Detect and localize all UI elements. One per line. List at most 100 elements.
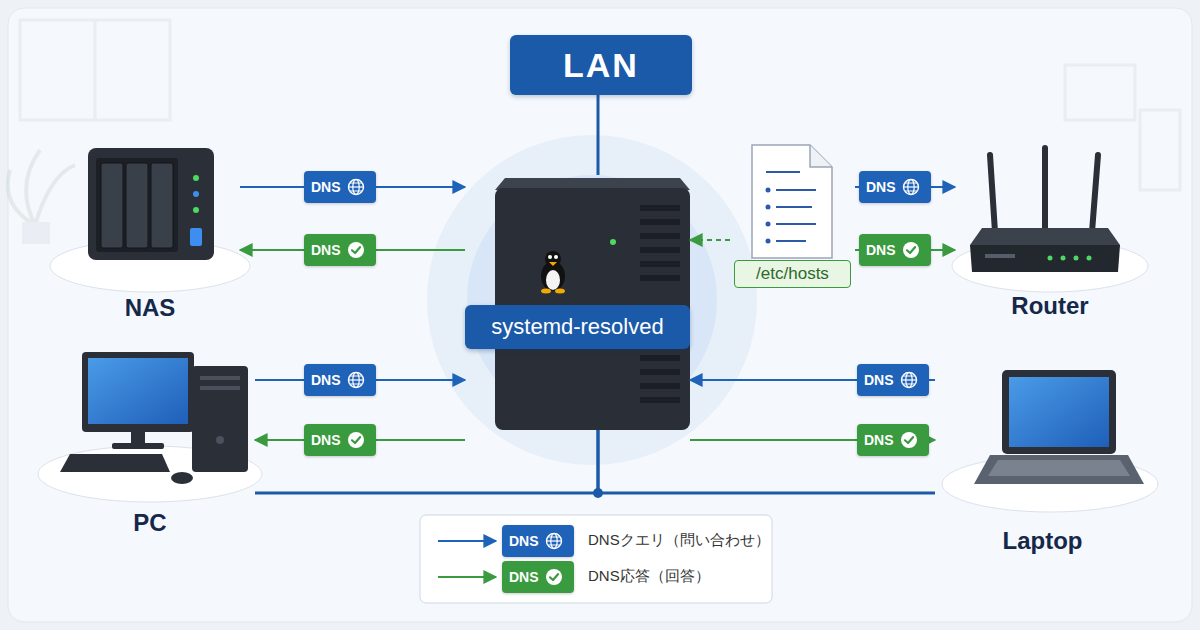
globe-icon: [903, 384, 915, 385]
router-illustration: [1087, 256, 1092, 261]
legend-box: [420, 515, 772, 603]
check-icon: [901, 432, 917, 448]
nas-device: NAS: [60, 140, 240, 322]
router-illustration: [1048, 256, 1053, 261]
room-decoration: [20, 20, 170, 120]
legend-box: [438, 540, 496, 542]
dns-server: systemd-resolved: [465, 175, 690, 430]
globe-icon: [548, 537, 560, 538]
server-glow: [427, 135, 757, 465]
globe-icon: [901, 379, 916, 380]
globe-icon: [350, 376, 362, 377]
dns-response-arrow: [690, 239, 730, 241]
room-decoration: [1140, 110, 1180, 190]
globe-icon: [546, 540, 561, 541]
globe-icon: [348, 373, 363, 388]
router-illustration: [990, 155, 995, 232]
router-illustration: [1092, 155, 1098, 232]
router-device: Router: [955, 140, 1145, 320]
hosts-document-icon: [766, 239, 771, 244]
pc-illustration: [171, 472, 193, 484]
nas-illustration: [193, 175, 199, 181]
pc-device: PC: [45, 345, 255, 537]
globe-icon: [347, 178, 365, 196]
hosts-document-icon: [766, 171, 800, 173]
node-label: Router: [955, 292, 1145, 320]
globe-icon: [350, 183, 362, 184]
globe-icon: [350, 384, 362, 385]
globe-icon: [902, 178, 920, 196]
laptop-illustration: [988, 460, 1130, 476]
room-decoration: [22, 222, 50, 244]
globe-icon: [348, 180, 363, 195]
pc-illustration: [192, 366, 248, 472]
pc-illustration: [216, 436, 224, 444]
legend-badge: DNS: [502, 525, 574, 557]
pc-illustration: [131, 432, 145, 444]
router-illustration: [970, 245, 1120, 272]
router-illustration: [985, 254, 1015, 258]
node-label: NAS: [60, 294, 240, 322]
check-icon: [900, 431, 918, 449]
server-illustration: [640, 261, 680, 267]
dns-badge: DNS: [859, 171, 931, 203]
node-label: PC: [45, 509, 255, 537]
server-illustration: [640, 369, 680, 375]
laptop-illustration: [1002, 370, 1116, 454]
linux-penguin: [554, 255, 558, 259]
nas-illustration: [193, 191, 199, 197]
pc-illustration: [88, 358, 188, 424]
badge-label: DNS: [509, 569, 539, 585]
room-decoration: [1065, 65, 1135, 120]
nas-illustration: [101, 163, 123, 248]
hosts-document-icon: [776, 240, 806, 242]
node-label: systemd-resolved: [465, 305, 690, 349]
server-illustration: [640, 219, 680, 225]
node-label: Laptop: [935, 527, 1150, 555]
server-illustration: [640, 247, 680, 253]
linux-penguin: [546, 270, 560, 290]
linux-penguin: [541, 261, 565, 291]
check-icon: [903, 242, 919, 258]
globe-icon: [905, 183, 917, 184]
server-illustration: [640, 383, 680, 389]
globe-icon: [905, 191, 917, 192]
globe-icon: [903, 180, 918, 195]
hosts-document-icon: [810, 145, 832, 167]
hosts-document-icon: [752, 145, 832, 258]
router-illustration: [970, 228, 1120, 245]
node-label: /etc/hosts: [734, 260, 851, 288]
legend-text: DNSクエリ（問い合わせ）: [588, 531, 770, 550]
edge-label: DNS: [866, 179, 896, 195]
edge-label: DNS: [866, 242, 896, 258]
server-illustration: [640, 355, 680, 361]
dns-badge: DNS: [304, 171, 376, 203]
hosts-document-icon: [766, 205, 771, 210]
check-icon: [347, 431, 365, 449]
hosts-document-icon: [752, 145, 832, 258]
pc-illustration: [60, 352, 248, 484]
linux-penguin: [549, 262, 557, 266]
check-icon: [352, 437, 360, 443]
check-icon: [905, 437, 913, 443]
router-illustration: [1074, 256, 1079, 261]
globe-icon: [348, 379, 363, 380]
linux-penguin: [548, 255, 552, 259]
server-illustration: [640, 275, 680, 281]
hosts-document-icon: [776, 206, 812, 208]
nas-illustration: [88, 148, 214, 260]
nas-illustration: [193, 207, 199, 213]
globe-icon: [545, 532, 563, 550]
laptop-illustration: [974, 455, 1144, 484]
device-platforms: [942, 456, 1158, 512]
globe-icon: [903, 186, 918, 187]
check-icon: [902, 241, 920, 259]
check-icon: [347, 241, 365, 259]
check-icon: [348, 242, 364, 258]
room-decoration: [8, 150, 75, 225]
pc-illustration: [82, 352, 194, 432]
hosts-document-icon: [766, 222, 771, 227]
linux-penguin: [541, 289, 551, 294]
